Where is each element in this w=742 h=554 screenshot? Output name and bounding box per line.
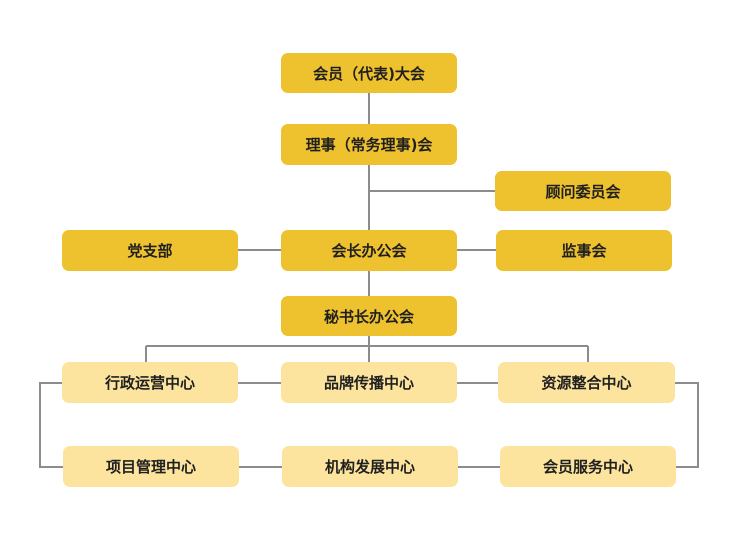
secretary-general-office-box: 秘书长办公会 <box>281 296 457 336</box>
presidents-office-label: 会长办公会 <box>331 242 407 260</box>
admin-center-box: 行政运营中心 <box>62 362 238 403</box>
secretary-general-office-label: 秘书长办公会 <box>323 307 414 326</box>
party-branch-box: 党支部 <box>62 230 238 271</box>
advisory-committee-box: 顾问委员会 <box>495 171 671 211</box>
supervisory-board-box: 监事会 <box>496 230 672 271</box>
institution-center-box: 机构发展中心 <box>282 446 458 487</box>
council-label: 理事（常务理事)会 <box>305 136 433 154</box>
brand-center-box: 品牌传播中心 <box>281 362 457 403</box>
presidents-office-box: 会长办公会 <box>281 230 457 271</box>
project-center-label: 项目管理中心 <box>105 458 196 476</box>
project-center-box: 项目管理中心 <box>63 446 239 487</box>
brand-center-label: 品牌传播中心 <box>323 374 414 392</box>
resource-center-label: 资源整合中心 <box>541 374 632 392</box>
advisory-committee-label: 顾问委员会 <box>545 182 621 201</box>
supervisory-board-label: 监事会 <box>561 242 607 260</box>
member-service-center-box: 会员服务中心 <box>500 446 676 487</box>
council-box: 理事（常务理事)会 <box>281 124 457 165</box>
connector-left-loop <box>39 382 63 468</box>
resource-center-box: 资源整合中心 <box>498 362 675 403</box>
member-service-center-label: 会员服务中心 <box>542 458 633 476</box>
general-assembly-label: 会员（代表)大会 <box>313 64 425 83</box>
admin-center-label: 行政运营中心 <box>104 374 195 392</box>
general-assembly-box: 会员（代表)大会 <box>281 53 457 93</box>
party-branch-label: 党支部 <box>127 242 173 260</box>
connector-right-loop <box>675 382 699 468</box>
institution-center-label: 机构发展中心 <box>324 458 415 476</box>
